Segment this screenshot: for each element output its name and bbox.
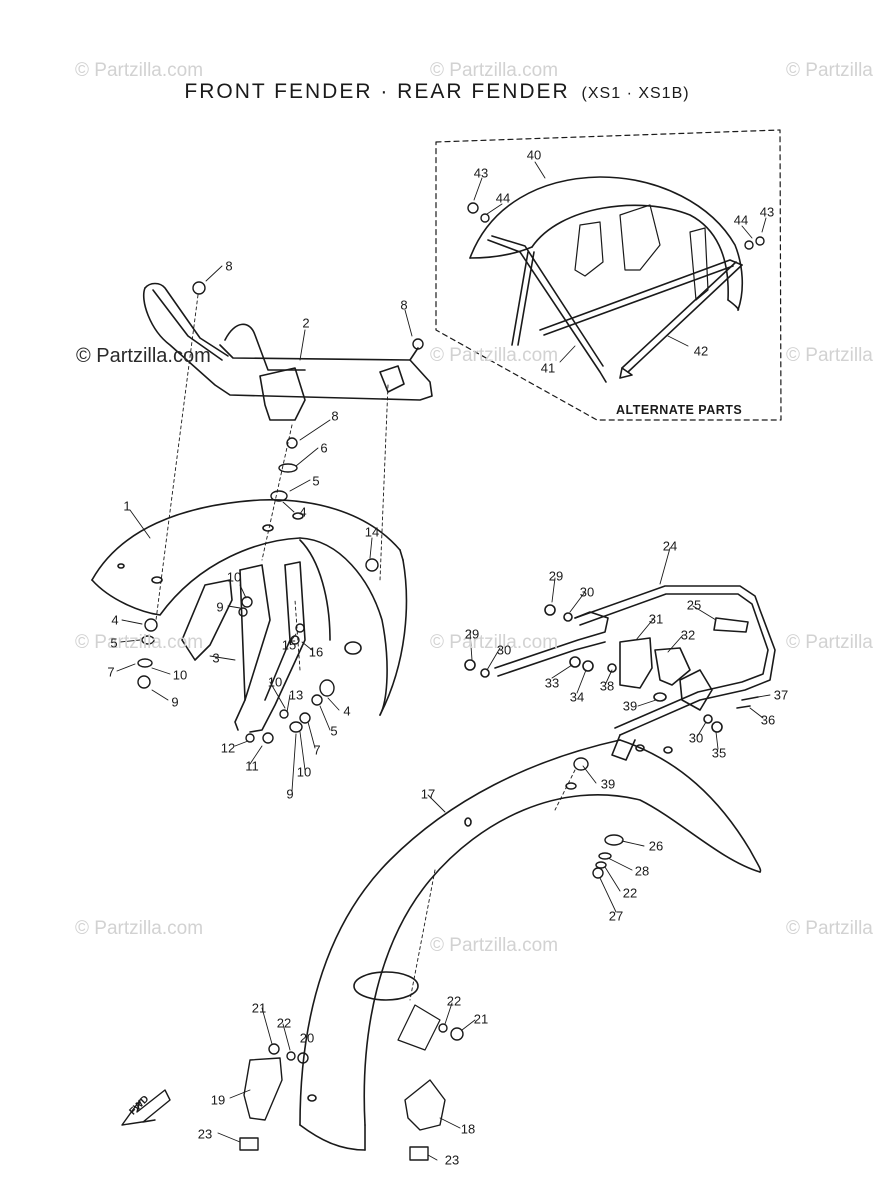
callout-8: 8	[400, 297, 408, 313]
callout-32: 32	[680, 627, 696, 643]
callout-17: 17	[420, 786, 436, 802]
callout-40: 40	[526, 147, 542, 163]
part-25-31-32-brackets	[464, 604, 759, 733]
diagram-title: FRONT FENDER · REAR FENDER (XS1 · XS1B)	[0, 80, 874, 104]
fwd-arrow	[121, 1089, 171, 1126]
callout-44: 44	[495, 190, 511, 206]
part-1-front-fender	[91, 499, 408, 716]
callout-34: 34	[569, 689, 585, 705]
callout-22: 22	[446, 993, 462, 1009]
part-41-42-stays	[487, 235, 743, 383]
alternate-parts-label: ALTERNATE PARTS	[616, 403, 743, 417]
callout-33: 33	[544, 675, 560, 691]
callout-42: 42	[693, 343, 709, 359]
alignment-lines	[155, 294, 576, 1001]
callout-23: 23	[197, 1126, 213, 1142]
callout-30: 30	[579, 584, 595, 600]
callout-4: 4	[111, 612, 119, 628]
callout-29: 29	[548, 568, 564, 584]
part-40-alt-front-fender	[469, 176, 744, 311]
callout-16: 16	[308, 644, 324, 660]
callout-5: 5	[330, 723, 338, 739]
callout-37: 37	[773, 687, 789, 703]
callout-8: 8	[331, 408, 339, 424]
callout-6: 6	[320, 440, 328, 456]
callout-23: 23	[444, 1152, 460, 1168]
callout-7: 7	[313, 742, 321, 758]
callout-1: 1	[123, 498, 131, 514]
callout-3: 3	[212, 650, 220, 666]
callout-36: 36	[760, 712, 776, 728]
callout-43: 43	[473, 165, 489, 181]
hardware-fasteners	[137, 202, 765, 744]
callout-21: 21	[251, 1000, 267, 1016]
callout-10: 10	[267, 674, 283, 690]
callout-11: 11	[245, 758, 259, 774]
part-2-fender-stay	[143, 282, 433, 421]
callout-7: 7	[107, 664, 115, 680]
callout-10: 10	[226, 569, 242, 585]
part-24-grab-bar	[494, 585, 776, 761]
callout-29: 29	[464, 626, 480, 642]
callout-12: 12	[220, 740, 236, 756]
callout-4: 4	[343, 703, 351, 719]
callout-9: 9	[286, 786, 294, 802]
callout-25: 25	[686, 597, 702, 613]
part-3-fender-brackets	[181, 561, 306, 733]
callout-5: 5	[312, 473, 320, 489]
callout-39: 39	[600, 776, 616, 792]
part-17-rear-fender	[299, 739, 762, 1151]
callout-21: 21	[473, 1011, 489, 1027]
callout-20: 20	[299, 1030, 315, 1046]
callout-44: 44	[733, 212, 749, 228]
callout-27: 27	[608, 908, 624, 924]
callout-4: 4	[299, 504, 307, 520]
callout-39: 39	[622, 698, 638, 714]
callout-28: 28	[634, 863, 650, 879]
callout-24: 24	[662, 538, 678, 554]
callout-38: 38	[599, 678, 615, 694]
callout-19: 19	[210, 1092, 226, 1108]
callout-30: 30	[496, 642, 512, 658]
callout-9: 9	[171, 694, 179, 710]
callout-43: 43	[759, 204, 775, 220]
leader-lines	[116, 161, 771, 1161]
callout-22: 22	[276, 1015, 292, 1031]
callout-18: 18	[460, 1121, 476, 1137]
callout-30: 30	[688, 730, 704, 746]
title-main: FRONT FENDER · REAR FENDER	[184, 80, 570, 103]
callout-10: 10	[296, 764, 312, 780]
callout-10: 10	[172, 667, 188, 683]
callout-13: 13	[288, 687, 304, 703]
callout-8: 8	[225, 258, 233, 274]
callout-26: 26	[648, 838, 664, 854]
callout-41: 41	[540, 360, 556, 376]
callout-31: 31	[648, 611, 664, 627]
callout-5: 5	[110, 635, 118, 651]
callout-14: 14	[364, 524, 380, 540]
rear-fender-hardware	[239, 757, 624, 1161]
callout-9: 9	[216, 599, 224, 615]
callout-22: 22	[622, 885, 638, 901]
callout-15: 15	[281, 637, 297, 653]
title-models: (XS1 · XS1B)	[581, 85, 690, 102]
callout-35: 35	[711, 745, 727, 761]
callout-2: 2	[302, 315, 310, 331]
